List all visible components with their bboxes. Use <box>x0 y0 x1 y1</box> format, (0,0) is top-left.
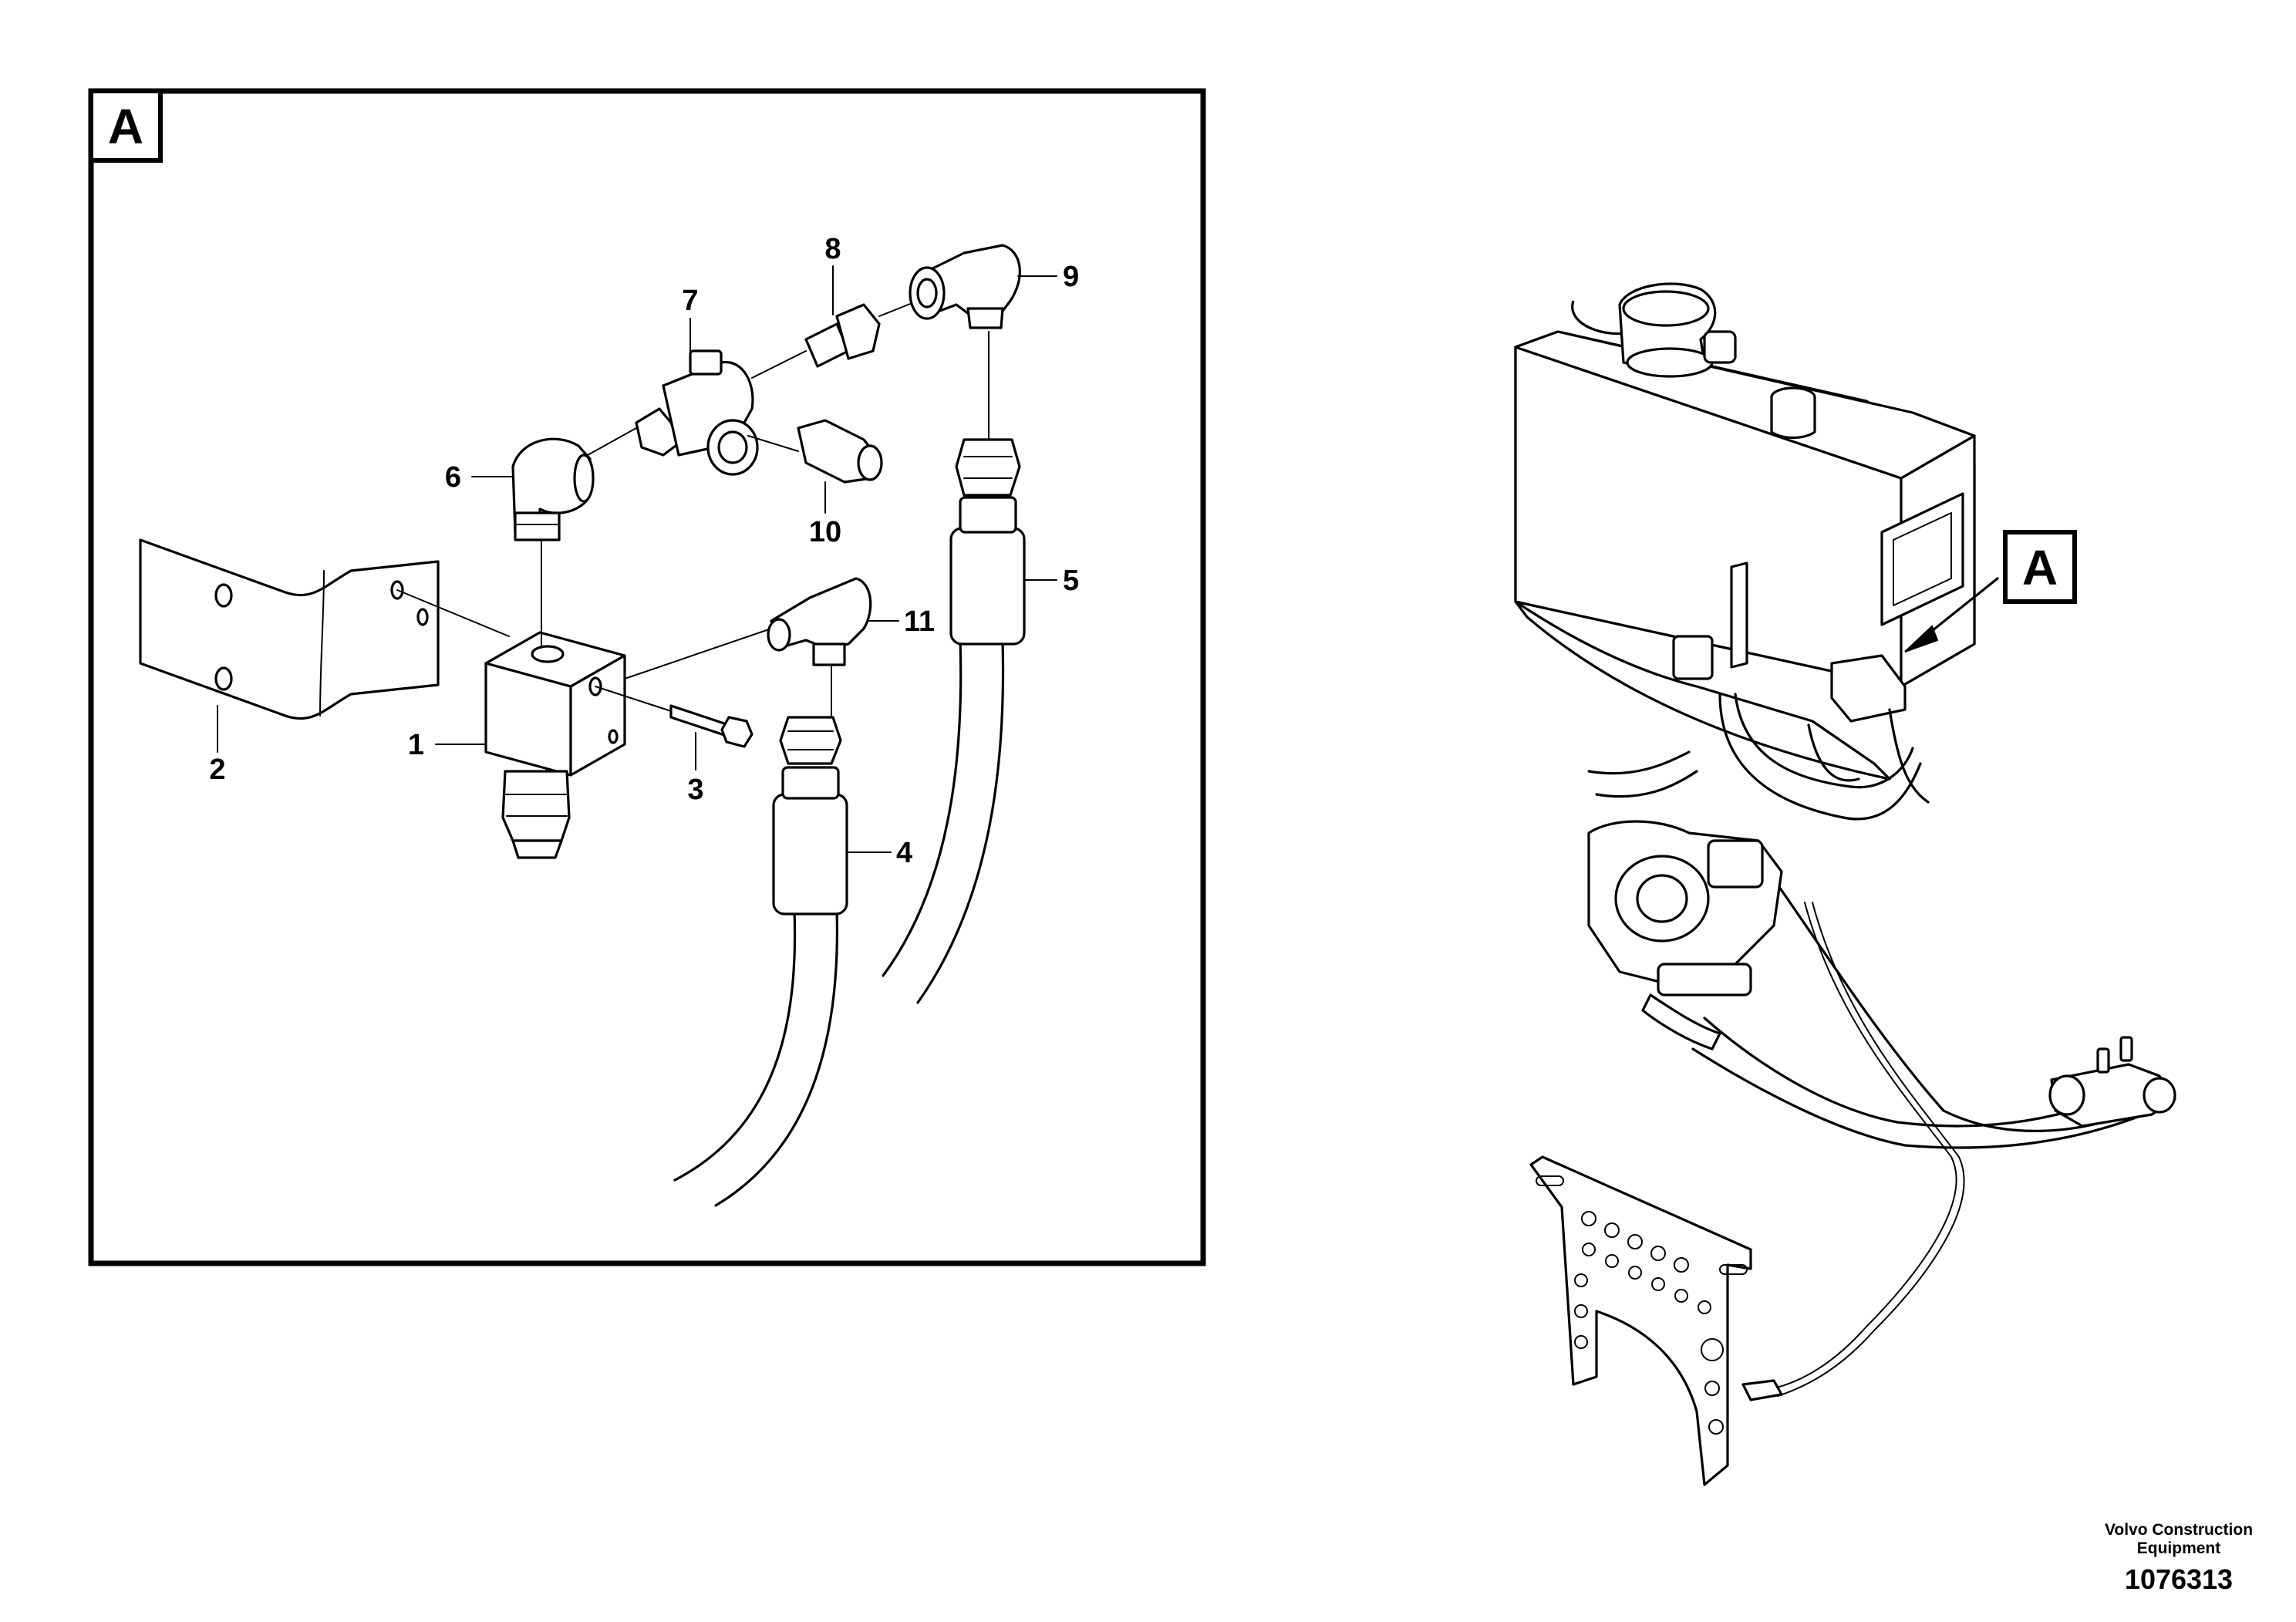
callout-11: 11 <box>904 605 935 638</box>
company-name-line-1: Volvo Construction <box>2105 1521 2253 1539</box>
document-number: 1076313 <box>2125 1563 2233 1595</box>
bracket-2 <box>139 538 440 720</box>
overview-label: A <box>2022 540 2058 595</box>
elbow-9 <box>909 244 1021 329</box>
callout-1: 1 <box>408 729 424 761</box>
callout-8: 8 <box>824 233 841 265</box>
detail-view-label: A <box>108 99 143 154</box>
hose-5 <box>882 331 1026 1004</box>
overview-tank <box>1514 282 1976 781</box>
hose-4 <box>673 716 848 1207</box>
connector-8 <box>804 300 919 368</box>
callout-numbers: 1 2 3 4 5 6 7 8 9 10 11 <box>209 233 1079 869</box>
callout-2: 2 <box>209 754 225 786</box>
callout-3: 3 <box>687 774 703 806</box>
tee-7 <box>635 349 807 476</box>
callout-4: 4 <box>896 837 912 869</box>
overview-pump <box>1587 820 1783 1050</box>
overview-valve-right <box>2048 1036 2176 1128</box>
overview-callout-tag: A <box>1904 530 2077 653</box>
footer: Volvo Construction Equipment 1076313 <box>2105 1521 2253 1595</box>
plug-10 <box>797 419 883 484</box>
callout-6: 6 <box>445 461 461 494</box>
elbow-11 <box>624 577 872 718</box>
elbow-6 <box>511 427 637 541</box>
callout-5: 5 <box>1063 565 1079 597</box>
bolt-3 <box>595 686 754 748</box>
callout-9: 9 <box>1063 261 1079 293</box>
detail-view-frame: A <box>88 88 1206 1266</box>
overview-mounting-plate <box>1529 1155 1783 1486</box>
callout-7: 7 <box>682 285 698 317</box>
company-name-line-2: Equipment <box>2137 1539 2221 1557</box>
callout-leaders <box>217 265 1057 853</box>
callout-10: 10 <box>809 516 841 548</box>
